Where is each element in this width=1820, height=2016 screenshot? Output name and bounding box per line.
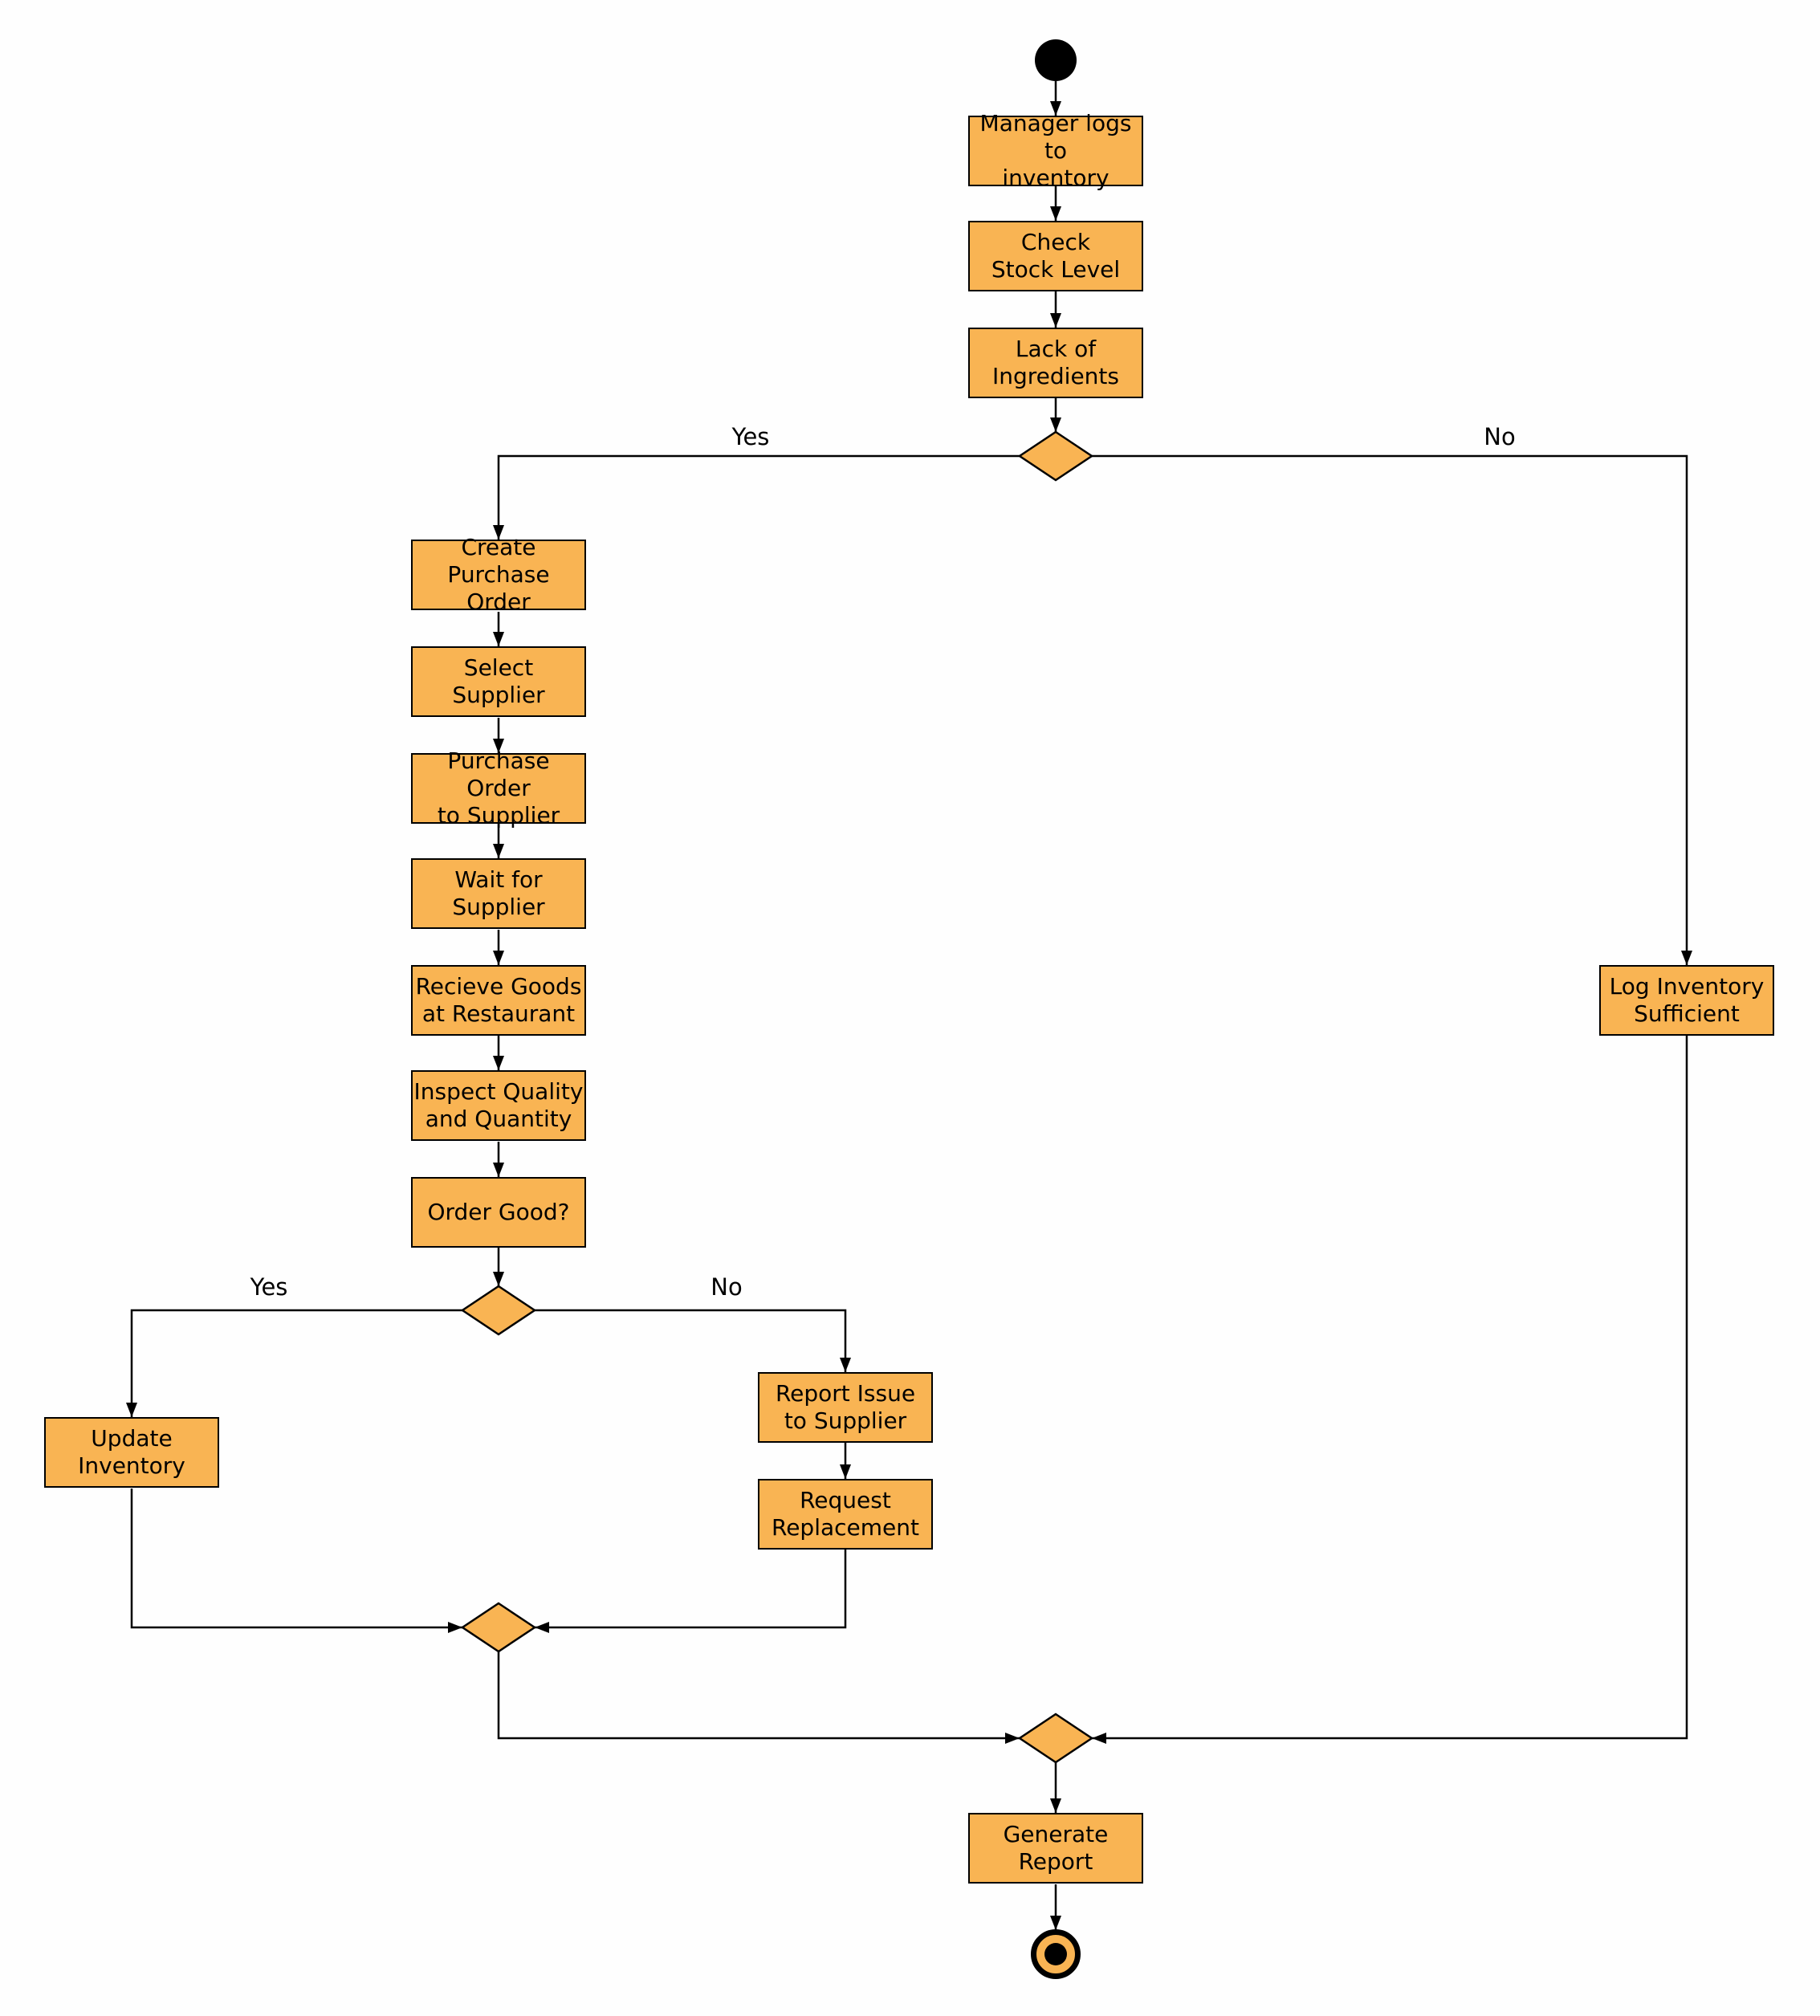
edge-label-stock-no: No [1484, 423, 1516, 450]
node-lack-of-ingredients: Lack of Ingredients [968, 328, 1143, 398]
edge-decision2-no-to-report [535, 1309, 851, 1372]
final-node [1031, 1929, 1081, 1979]
node-create-purchase-order: Create Purchase Order [411, 534, 586, 615]
node-order-good: Order Good? [411, 1177, 586, 1248]
node-purchase-order-to-supplier: Purchase Order to Supplier [411, 747, 586, 829]
node-manager-logs-to-inventory: Manager logs to inventory [968, 110, 1143, 191]
node-update-inventory: Update Inventory [44, 1417, 219, 1488]
node-wait-for-supplier: Wait for Supplier [411, 858, 586, 929]
decision-lack-of-ingredients-diamond [1017, 430, 1094, 482]
node-select-supplier: Select Supplier [411, 646, 586, 717]
node-check-stock-level: Check Stock Level [968, 221, 1143, 291]
edge-decision2-yes-to-update [126, 1309, 462, 1417]
node-receive-goods-at-restaurant: Recieve Goods at Restaurant [411, 965, 586, 1036]
decision-order-good-diamond [460, 1285, 537, 1336]
node-request-replacement: Request Replacement [758, 1479, 933, 1550]
merge-order-outcome-diamond [460, 1602, 537, 1653]
merge-final-diamond [1017, 1713, 1094, 1764]
node-inspect-quality-and-quantity: Inspect Quality and Quantity [411, 1070, 586, 1141]
node-log-inventory-sufficient: Log Inventory Sufficient [1599, 965, 1774, 1036]
edge-decision-yes-to-createpo [493, 454, 1020, 540]
edge-decision-no-to-logsufficient [1092, 454, 1692, 965]
final-node-dot [1044, 1943, 1067, 1965]
edge-label-order-no: No [710, 1273, 743, 1301]
edge-update-to-merge1 [130, 1489, 462, 1633]
edge-logsufficient-to-merge2 [1092, 1036, 1688, 1744]
edge-merge1-to-merge2 [497, 1651, 1020, 1744]
edge-request-to-merge1 [535, 1550, 847, 1633]
initial-node [1035, 39, 1077, 81]
edge-label-stock-yes: Yes [731, 423, 770, 450]
edge-label-order-yes: Yes [250, 1273, 288, 1301]
node-generate-report: Generate Report [968, 1813, 1143, 1884]
node-report-issue-to-supplier: Report Issue to Supplier [758, 1372, 933, 1443]
